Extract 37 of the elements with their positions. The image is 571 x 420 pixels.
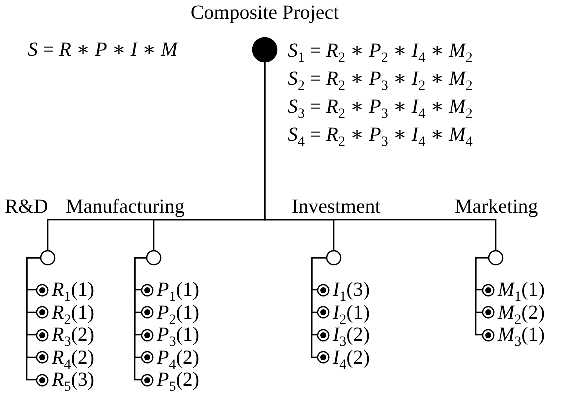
formula: S$_{1}$ = R$_{2}$ ∗ P$_{2}$ ∗ I$_{4}$ ∗ M$_{2}$ (288, 40, 473, 62)
branch-label: Investment (292, 196, 381, 218)
option-label: I$_{1}$(3) (333, 279, 370, 301)
branch-node-circle (40, 250, 56, 266)
tree-connector (134, 257, 147, 381)
option-label: R$_{1}$(1) (52, 279, 95, 301)
option-label: P$_{1}$(1) (157, 279, 200, 301)
tree-connector (26, 257, 41, 381)
root-node-label: Composite Project (190, 2, 340, 24)
option-label: I$_{4}$(2) (333, 346, 370, 368)
formula: S$_{3}$ = R$_{2}$ ∗ P$_{3}$ ∗ I$_{4}$ ∗ M$_{2}$ (288, 96, 473, 118)
root-node-dot (252, 37, 278, 63)
option-label: I$_{2}$(1) (333, 302, 370, 324)
option-label: P$_{4}$(2) (157, 346, 200, 368)
option-label: R$_{2}$(1) (52, 302, 95, 324)
option-label: M$_{3}$(1) (498, 324, 545, 346)
branch-node-circle (488, 250, 504, 266)
formula: S = R ∗ P ∗ I ∗ M (28, 39, 178, 61)
option-label: P$_{2}$(1) (157, 302, 200, 324)
option-label: M$_{2}$(2) (498, 302, 545, 324)
branch-label: Marketing (455, 196, 538, 218)
formula: S$_{2}$ = R$_{2}$ ∗ P$_{3}$ ∗ I$_{2}$ ∗ M$_{2}$ (288, 68, 473, 90)
branch-label: Manufacturing (66, 196, 185, 218)
option-label: R$_{5}$(3) (52, 369, 95, 391)
branch-node-circle (326, 250, 342, 266)
tree-connector (264, 62, 497, 251)
option-label: I$_{3}$(2) (333, 324, 370, 346)
option-label: M$_{1}$(1) (498, 279, 545, 301)
tree-connector (311, 257, 327, 358)
option-label: R$_{4}$(2) (52, 346, 95, 368)
branch-label: R&D (5, 196, 48, 218)
option-label: P$_{5}$(2) (157, 369, 200, 391)
tree-connector (475, 257, 489, 336)
branch-node-circle (146, 250, 162, 266)
formula: S$_{4}$ = R$_{2}$ ∗ P$_{3}$ ∗ I$_{4}$ ∗ M$_{4}$ (288, 124, 473, 146)
option-label: R$_{3}$(2) (52, 324, 95, 346)
option-label: P$_{3}$(1) (157, 324, 200, 346)
